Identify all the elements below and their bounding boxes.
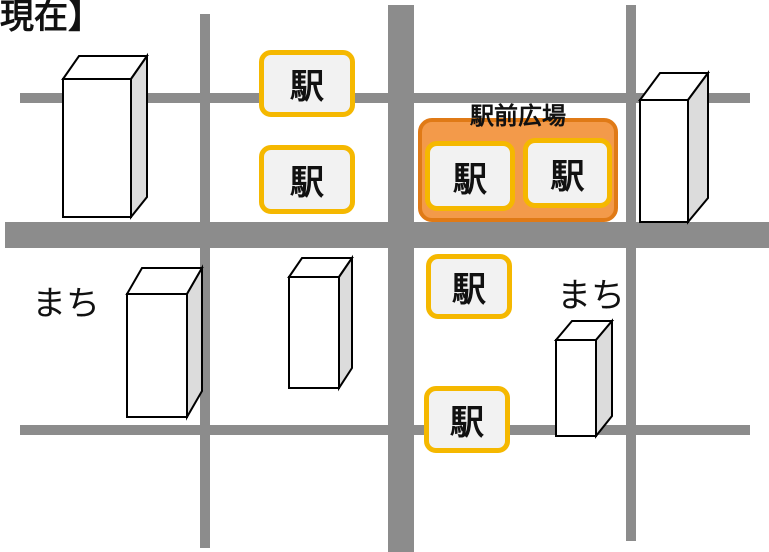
station-marker-2: 駅 [259, 145, 355, 214]
town-label-left: まち [32, 284, 100, 324]
building-1 [61, 52, 153, 225]
station-marker-5: 駅 [426, 254, 512, 319]
station-marker-3: 駅 [425, 141, 515, 211]
town-label-right: まち [557, 276, 625, 316]
building-2 [638, 69, 710, 227]
station-marker-1: 駅 [259, 50, 355, 117]
road-vertical-right [626, 5, 636, 541]
road-vertical-main [388, 5, 414, 552]
station-plaza-label: 駅前広場 [470, 102, 566, 130]
building-4 [287, 254, 354, 392]
building-3 [125, 264, 207, 422]
road-horizontal-bottom [20, 425, 750, 435]
station-marker-6: 駅 [424, 386, 510, 453]
building-5 [553, 318, 616, 442]
road-horizontal-top [20, 93, 750, 103]
diagram-title: 現在】 [0, 0, 102, 37]
road-vertical-left [200, 14, 210, 548]
road-horizontal-main [5, 222, 769, 248]
station-marker-4: 駅 [523, 138, 612, 208]
